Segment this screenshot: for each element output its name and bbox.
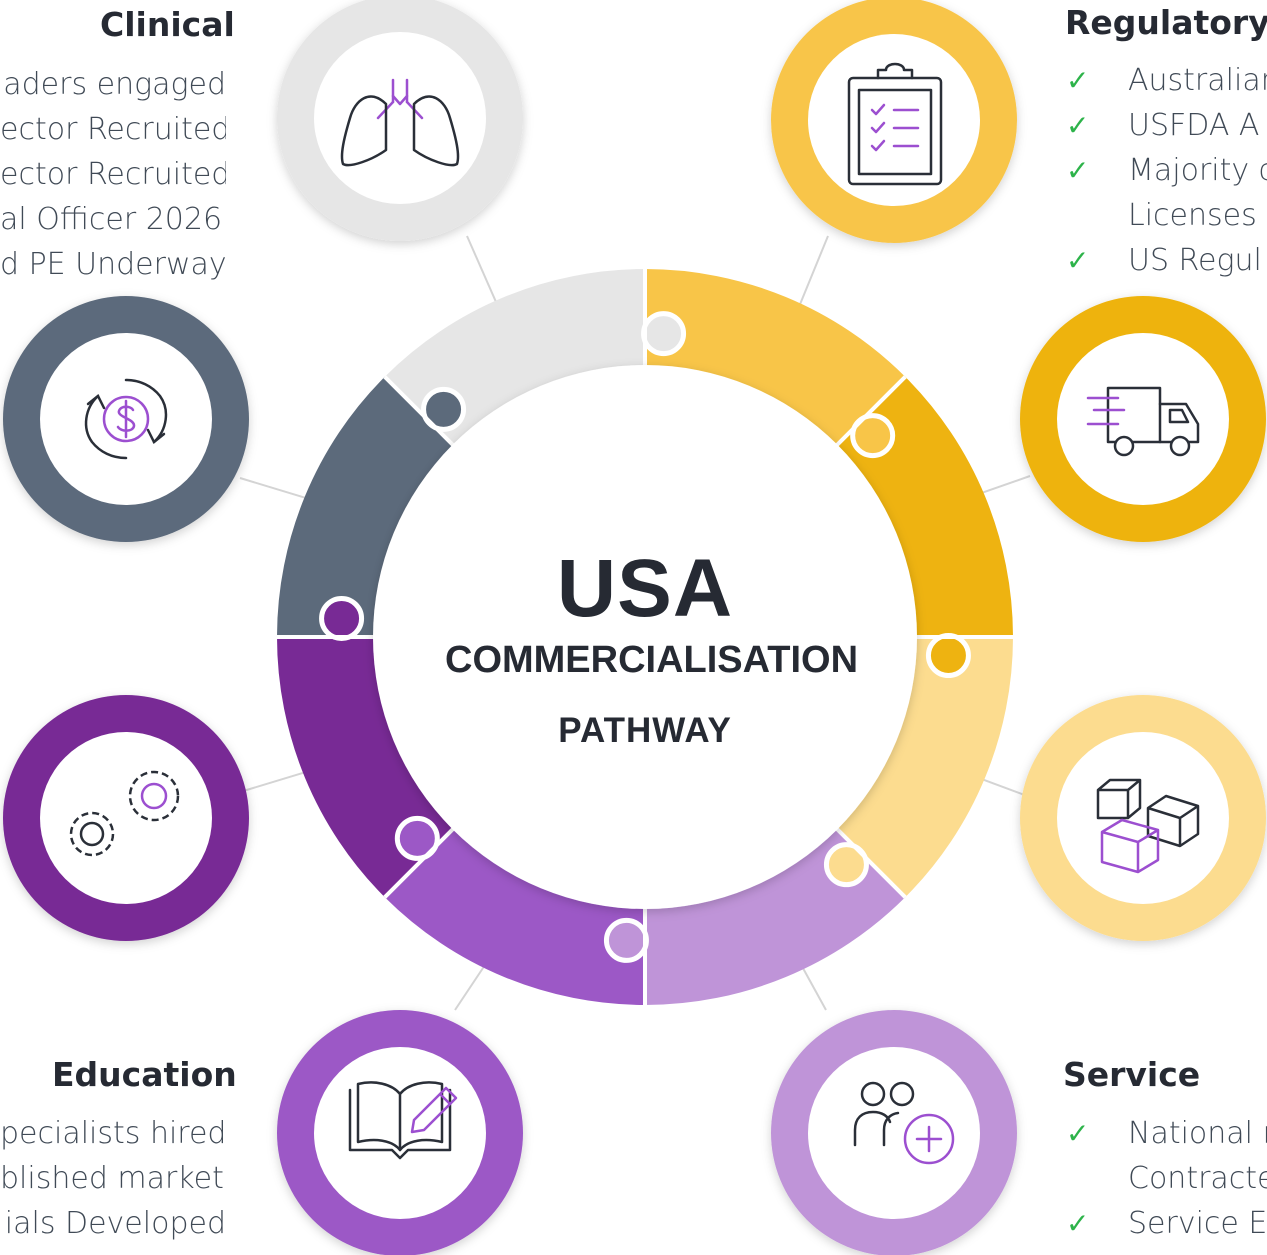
puzzle-knob (319, 595, 365, 641)
clinical-line: ector Recruited (0, 157, 226, 192)
regulatory-item: ✓ Australian (1066, 58, 1267, 103)
center-circle (373, 365, 917, 909)
ring-segment-regulatory (645, 269, 906, 468)
check-icon: ✓ (1066, 1207, 1090, 1240)
check-icon: ✓ (1066, 109, 1090, 142)
dollar-cycle-icon (84, 378, 168, 460)
lungs-icon (340, 78, 460, 167)
node-logistics (1020, 296, 1266, 542)
ring-segment-supply (814, 637, 1013, 898)
regulatory-item: ✓ US Regul (1066, 238, 1267, 283)
book-pencil-icon (348, 1081, 458, 1160)
center-title: USA (556, 543, 734, 634)
center-subtitle: COMMERCIALISATION (445, 639, 859, 681)
puzzle-knob (850, 413, 896, 459)
education-line: ials Developed (4, 1206, 226, 1241)
regulatory-item: ✓ Majority c Licenses l (1066, 148, 1267, 238)
add-user-group-icon (853, 1081, 955, 1165)
clinical-heading: Clinical (100, 5, 235, 44)
ring-segment-education (384, 806, 645, 1005)
clinical-line: ector Recruited (0, 112, 226, 147)
node-regulatory (771, 0, 1017, 243)
puzzle-knob (823, 842, 869, 888)
education-text: pecialists hired blished markets ials De… (0, 1111, 226, 1246)
delivery-truck-icon (1086, 386, 1200, 457)
center-subtitle-pathway: PATHWAY (558, 711, 732, 750)
node-operations (3, 695, 249, 941)
node-supply (1020, 695, 1266, 941)
service-item: ✓ Service E (1066, 1201, 1267, 1246)
puzzle-knob (394, 815, 440, 861)
check-icon: ✓ (1066, 154, 1090, 187)
gears-icon (69, 770, 180, 857)
clinical-line: d PE Underway (0, 247, 226, 282)
regulatory-heading: Regulatory (1065, 3, 1267, 42)
node-clinical (277, 0, 523, 241)
check-icon: ✓ (1066, 64, 1090, 97)
education-line: pecialists hired (0, 1116, 226, 1151)
regulatory-checklist: ✓ Australian ✓ USFDA A ✓ Majority c Lice… (1066, 58, 1267, 283)
regulatory-item: ✓ USFDA A (1066, 103, 1267, 148)
puzzle-knob (925, 633, 971, 679)
ring-segment-finance (277, 376, 476, 637)
boxes-icon (1096, 778, 1200, 874)
puzzle-knob (641, 311, 687, 357)
node-service (771, 1010, 1017, 1255)
service-item: ✓ National r Contracte (1066, 1111, 1267, 1201)
clinical-line: aders engaged (3, 67, 226, 102)
education-line: blished markets (0, 1161, 226, 1196)
puzzle-ring (277, 269, 1013, 1005)
service-heading: Service (1063, 1055, 1201, 1094)
clipboard-checklist-icon (847, 62, 943, 186)
check-icon: ✓ (1066, 1117, 1090, 1150)
puzzle-knob (421, 386, 467, 432)
check-icon: ✓ (1066, 244, 1090, 277)
education-heading: Education (52, 1055, 237, 1094)
clinical-line: al Officer 2026. (0, 202, 226, 237)
puzzle-knob (603, 917, 649, 963)
clinical-text: aders engaged ector Recruited ector Recr… (0, 62, 226, 287)
service-checklist: ✓ National r Contracte ✓ Service E (1066, 1111, 1267, 1246)
